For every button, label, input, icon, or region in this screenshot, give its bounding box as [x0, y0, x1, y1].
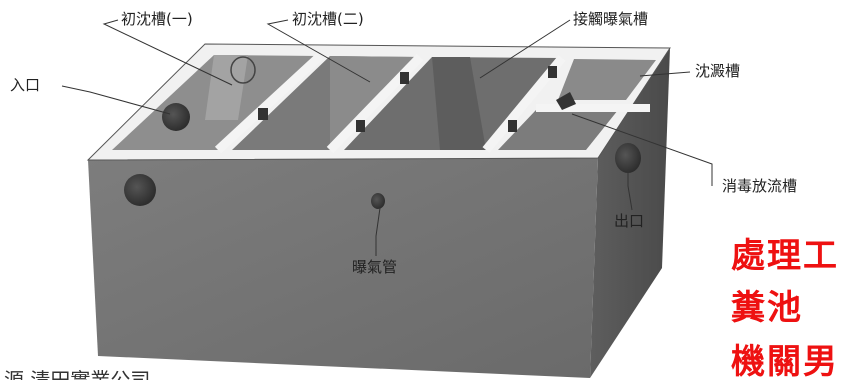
wall-shade-3: [432, 57, 486, 150]
baffle-5: [548, 66, 557, 78]
label-disinfection-discharge-tank: 消毒放流槽: [722, 177, 798, 195]
source-note-box: 源 清田實業公司: [0, 360, 260, 380]
baffle-6: [556, 92, 576, 110]
label-aeration-pipe: 曝氣管: [352, 258, 398, 276]
label-primary-tank-1: 初沈槽(一): [121, 10, 193, 28]
overlay-text-line-2: 糞池: [731, 288, 803, 328]
overlay-text-line-3: 機關男: [731, 342, 839, 380]
inner-hole: [230, 56, 256, 84]
baffle-3: [400, 72, 409, 84]
baffle-2: [356, 120, 365, 132]
outlet-hole: [615, 143, 641, 173]
source-note: 源 清田實業公司: [4, 368, 151, 380]
compartment-settling: [558, 59, 656, 100]
label-contact-aeration-tank: 接觸曝氣槽: [573, 10, 649, 28]
overlay-text-line-1: 處理工: [731, 236, 839, 276]
inlet-hole: [162, 103, 190, 131]
label-primary-tank-2: 初沈槽(二): [292, 10, 364, 28]
overlay-text-box: 處理工 糞池 機關男: [731, 228, 841, 380]
tank-side-face: [590, 48, 670, 378]
baffle-4: [508, 120, 517, 132]
baffle-1: [258, 108, 268, 120]
leader-lines: [61, 19, 713, 256]
front-hole-left: [124, 174, 156, 206]
label-outlet: 出口: [614, 212, 645, 230]
label-inlet: 入口: [10, 76, 41, 94]
wall-shade-1: [205, 55, 248, 120]
aeration-pipe-hole: [371, 193, 385, 209]
tank-front-face: [88, 158, 598, 378]
label-settling-tank: 沈澱槽: [695, 62, 741, 80]
